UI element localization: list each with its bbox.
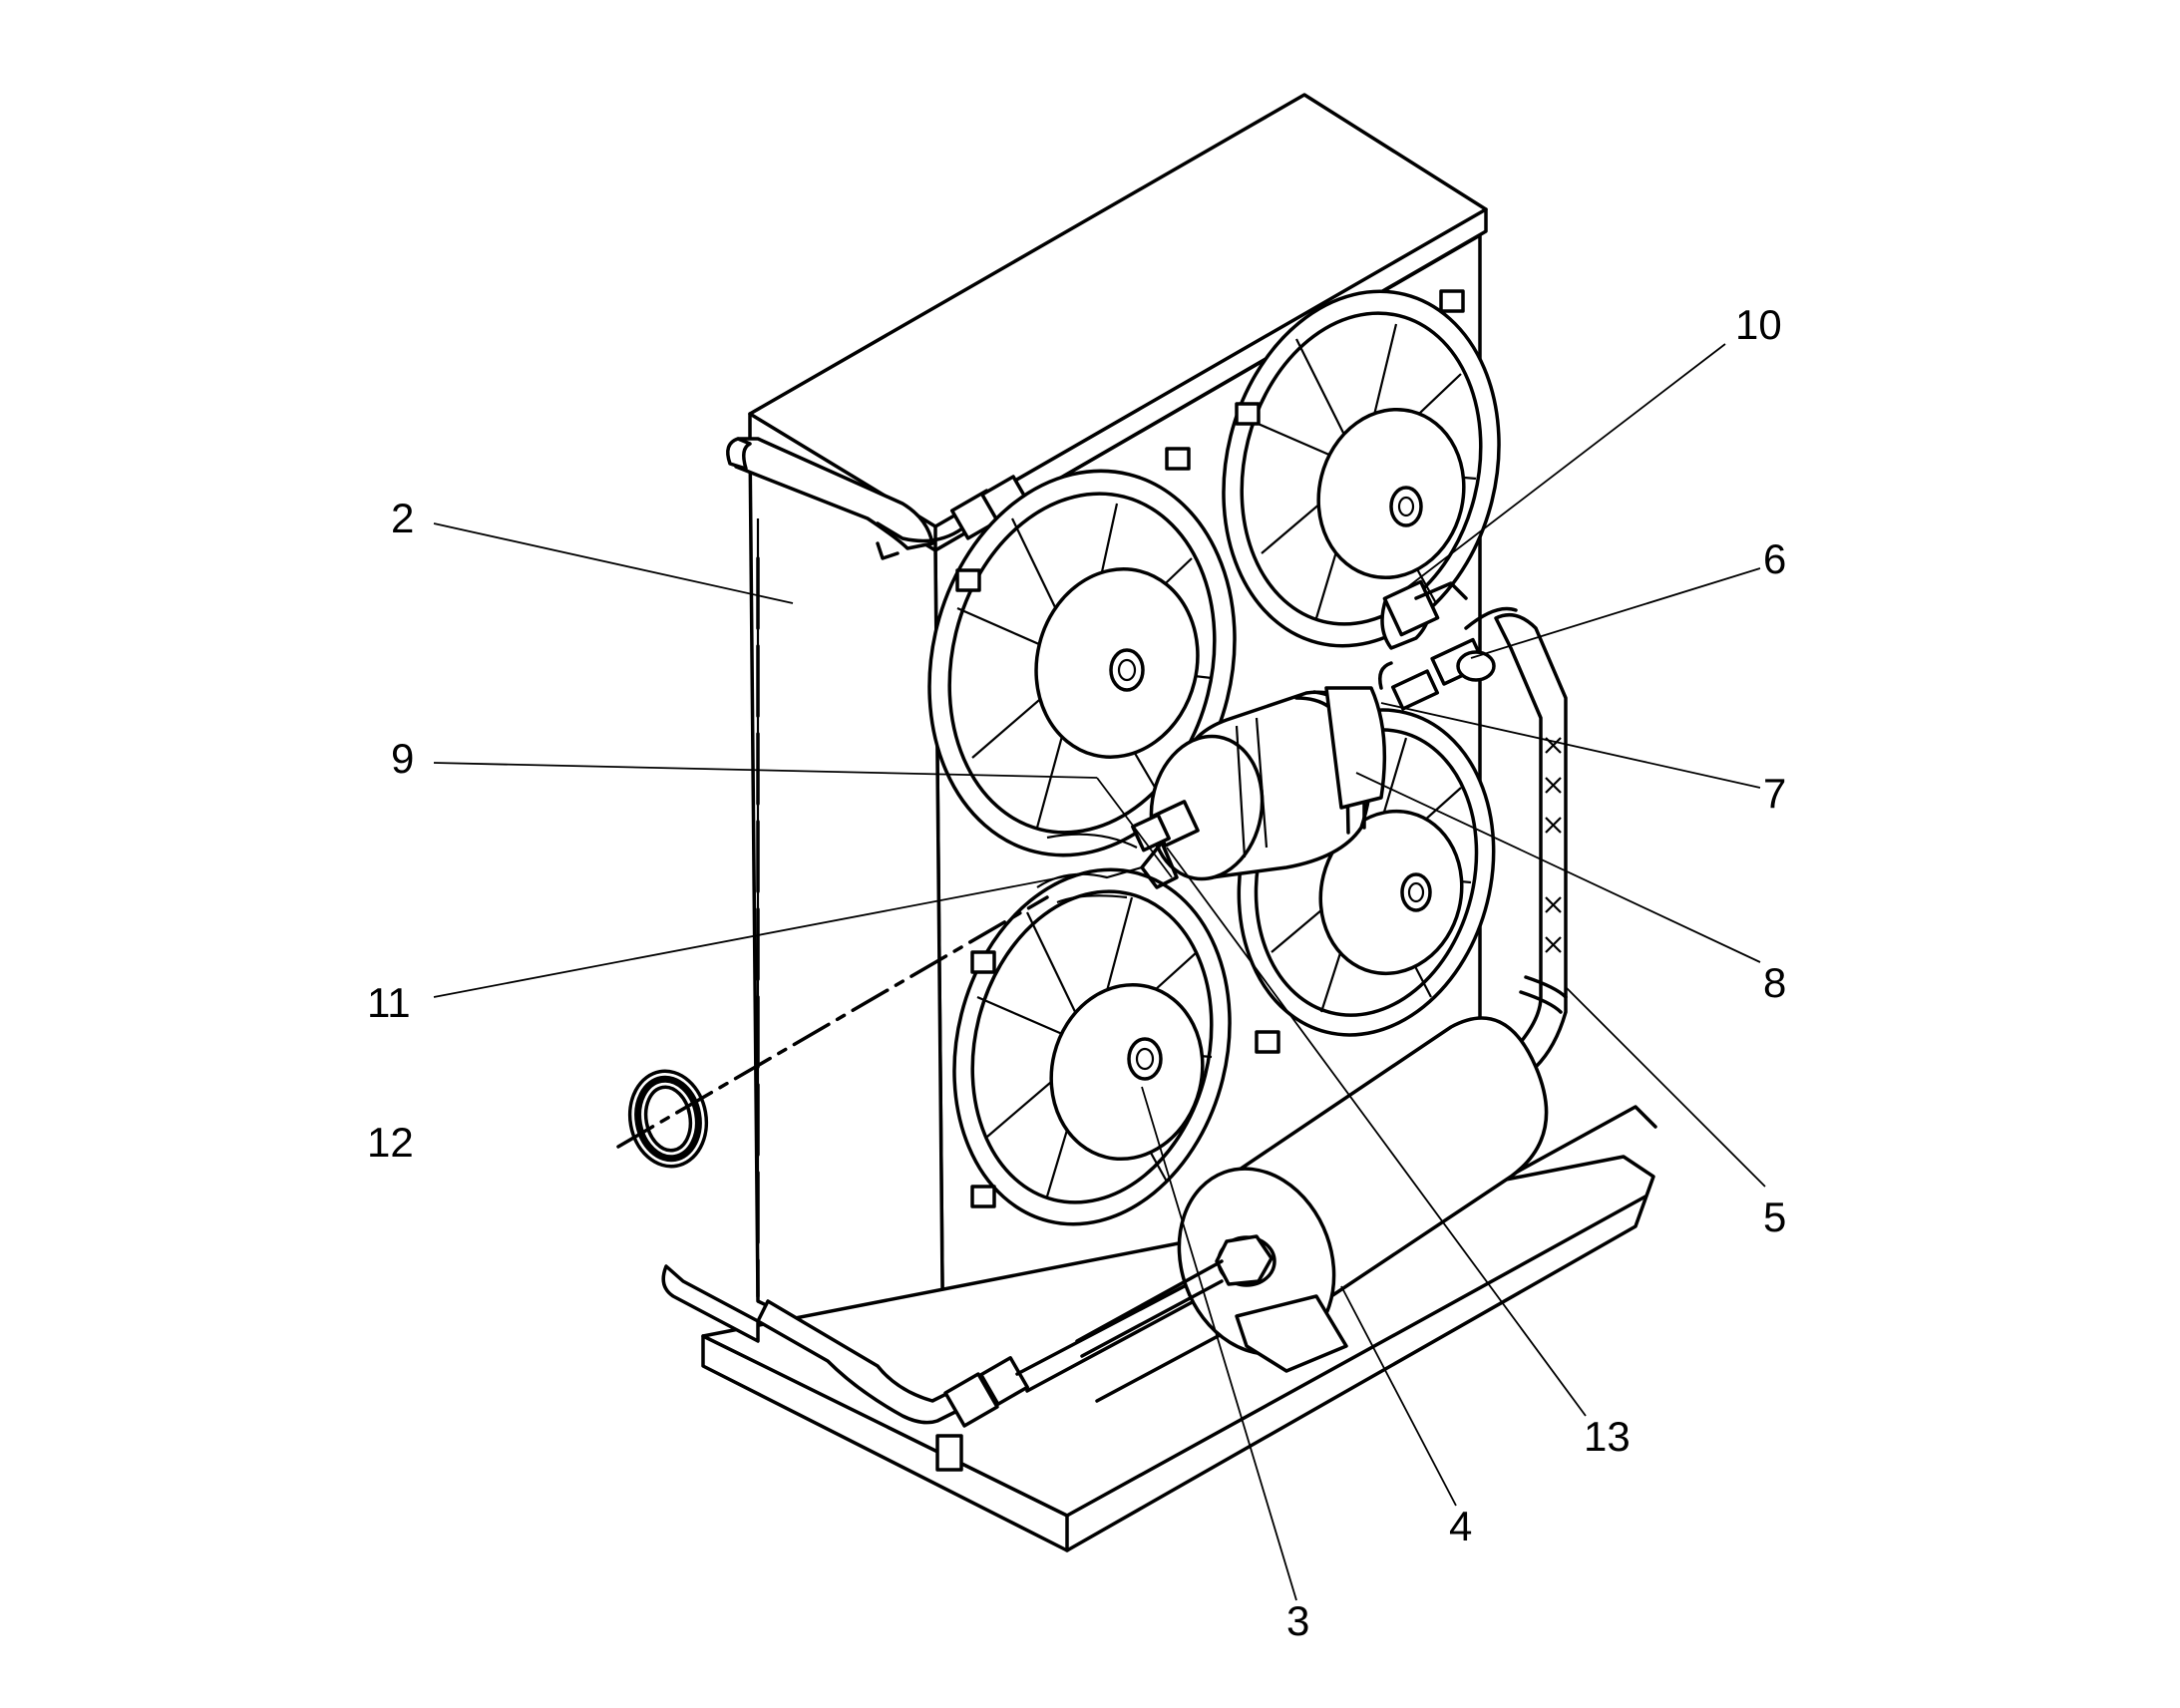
callout-11: 11 — [367, 979, 411, 1026]
callout-9: 9 — [391, 735, 414, 782]
receiver-drier — [1036, 686, 1387, 904]
callout-3: 3 — [1286, 1597, 1309, 1644]
leader-10 — [1405, 343, 1726, 589]
o-ring — [616, 895, 1049, 1169]
leader-7 — [1380, 702, 1761, 789]
callout-8: 8 — [1763, 959, 1786, 1006]
leader-9 — [433, 762, 1098, 779]
leader-9b — [1096, 777, 1173, 878]
leader-6 — [1470, 567, 1761, 659]
leader-8 — [1355, 772, 1761, 963]
leader-5 — [1565, 986, 1766, 1188]
callout-13: 13 — [1584, 1413, 1631, 1460]
leader-3 — [1141, 1086, 1297, 1601]
leader-lines — [433, 343, 1766, 1601]
lower-pipe — [661, 1259, 1239, 1472]
fan-upper-right — [1222, 289, 1501, 648]
callout-5: 5 — [1763, 1194, 1786, 1240]
flexible-hose — [1464, 606, 1568, 1089]
callout-4: 4 — [1449, 1503, 1472, 1549]
fan-lower-left — [952, 867, 1232, 1226]
upper-pipe — [726, 437, 1030, 560]
pressure-switch-fittings — [1378, 579, 1496, 711]
leader-4 — [1340, 1285, 1457, 1507]
fan-upper-left — [927, 447, 1237, 857]
callout-labels: 2 3 4 5 6 7 8 9 10 11 12 13 — [367, 301, 1786, 1644]
leader-2 — [433, 522, 794, 604]
callout-6: 6 — [1763, 535, 1786, 582]
leader-11 — [433, 871, 1088, 998]
callout-10: 10 — [1735, 301, 1782, 348]
cylindrical-tank — [1075, 1016, 1549, 1373]
callout-7: 7 — [1763, 770, 1786, 817]
leader-13 — [1166, 847, 1587, 1417]
callout-12: 12 — [367, 1119, 414, 1166]
callout-2: 2 — [391, 495, 414, 541]
